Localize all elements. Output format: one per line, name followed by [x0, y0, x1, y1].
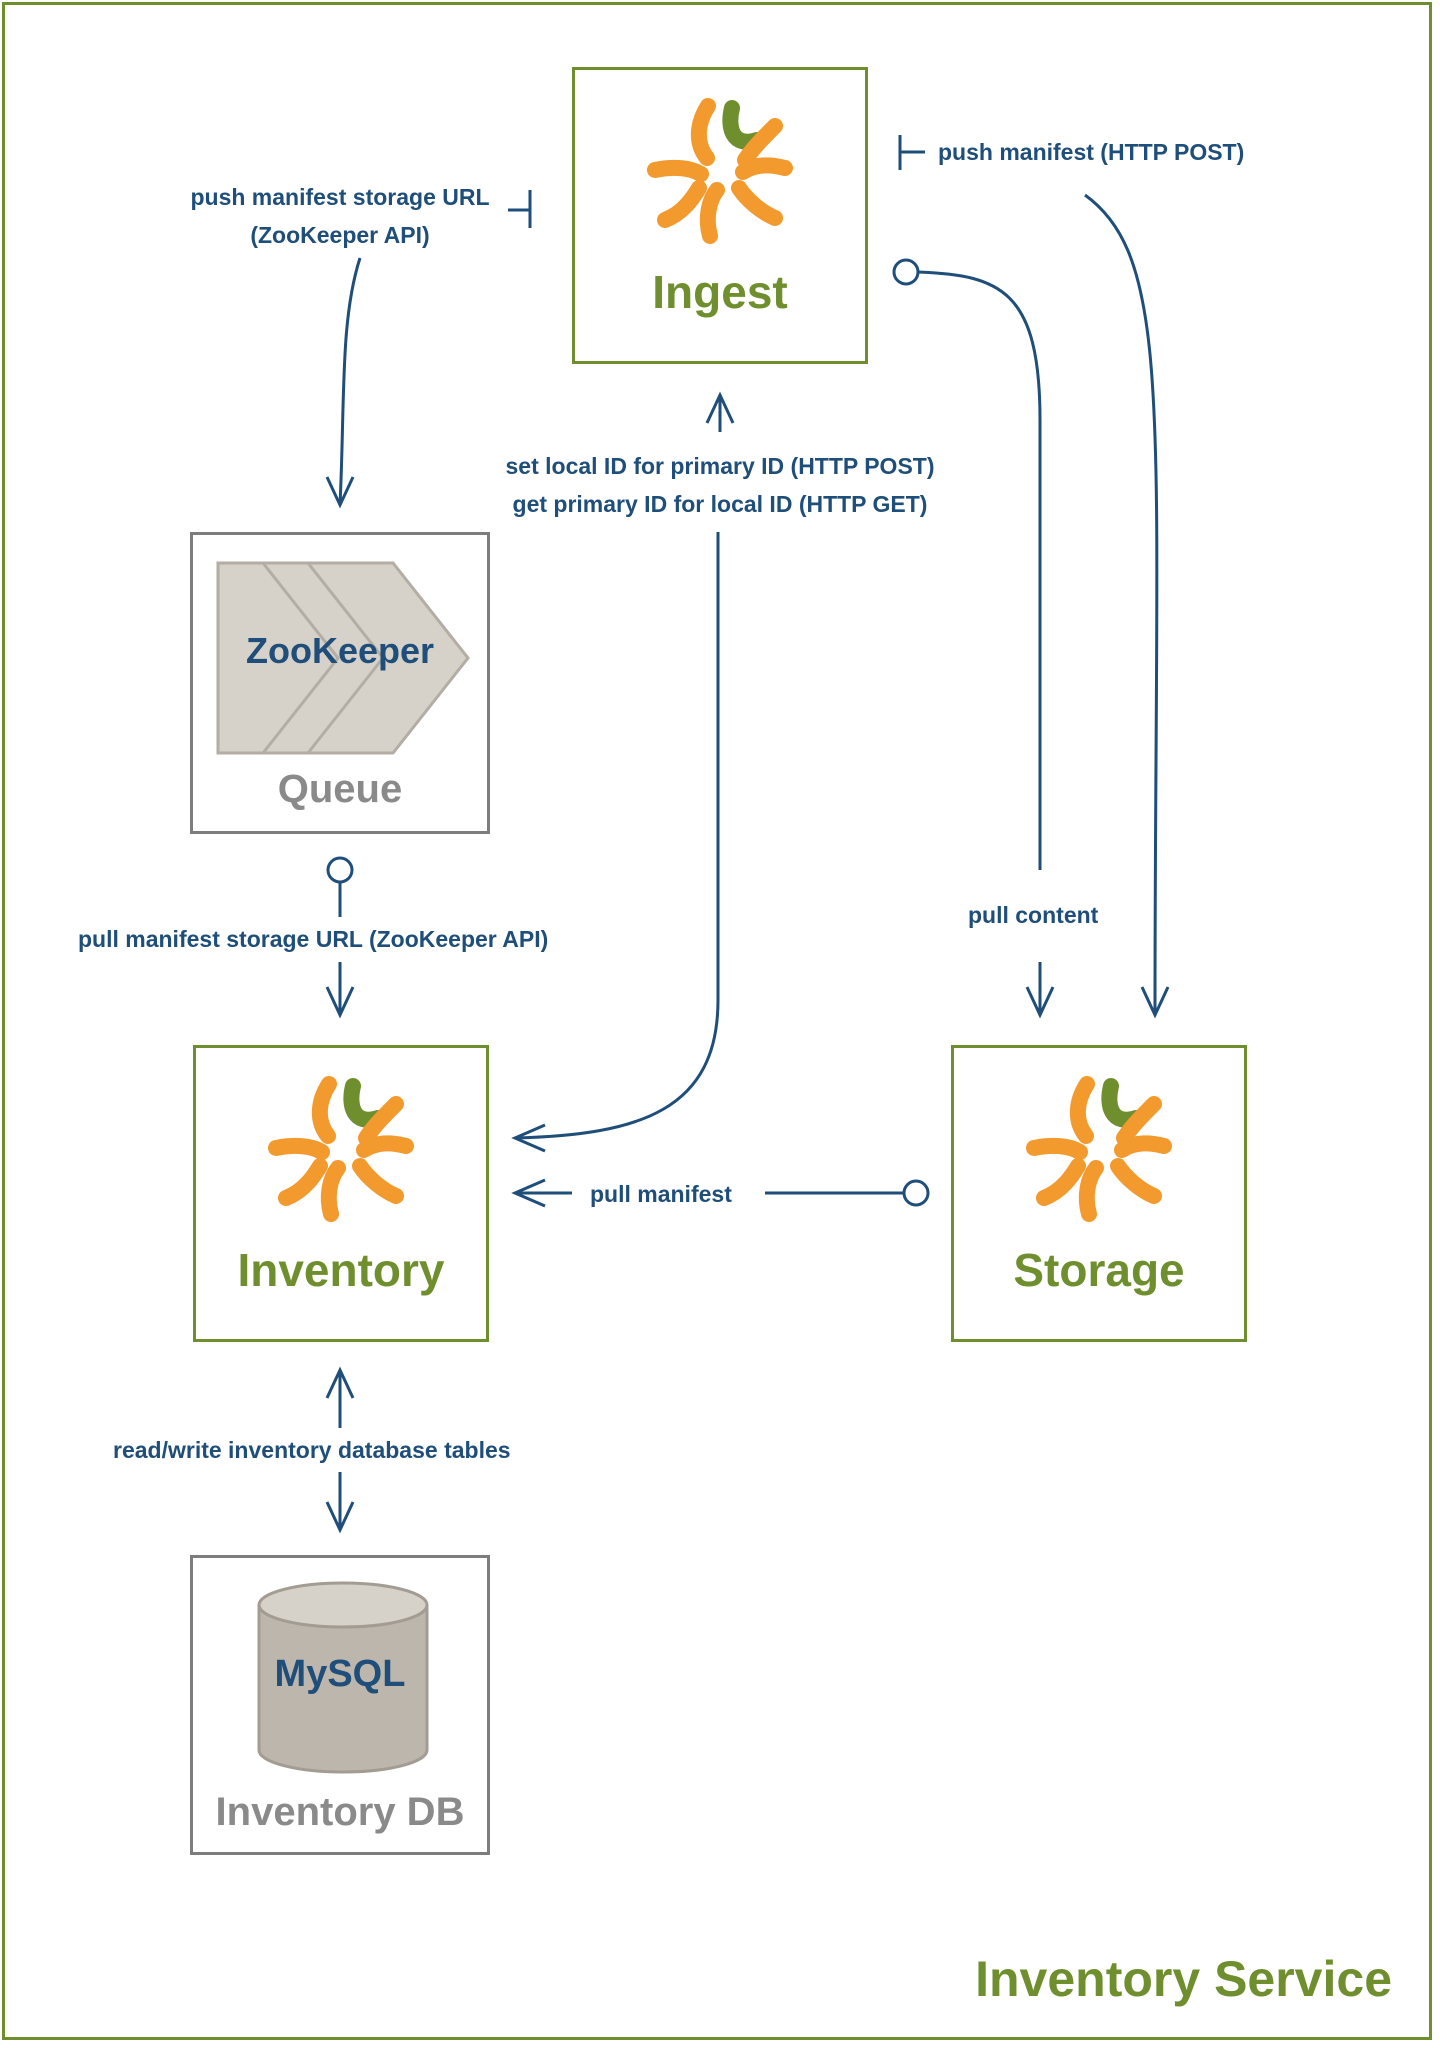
inventory-label: Inventory [237, 1244, 445, 1296]
edge-label-pull-manifest: pull manifest [590, 1181, 732, 1207]
storage-label: Storage [1013, 1244, 1185, 1296]
service-title: Inventory Service [975, 1951, 1392, 2007]
edge-local-id [514, 532, 720, 1140]
queue-label: Queue [277, 767, 403, 811]
edge-label-local-id-line1: set local ID for primary ID (HTTP POST) [505, 453, 935, 479]
arrowhead [325, 1366, 355, 1399]
edge-push-manifest [1084, 193, 1159, 1016]
edge-label-db-rw: read/write inventory database tables [113, 1437, 511, 1463]
arrowhead [511, 1123, 546, 1153]
arrowhead [1025, 986, 1055, 1019]
database-cylinder-icon [257, 1581, 429, 1774]
inventory-db-box: MySQL Inventory DB [190, 1555, 490, 1855]
ingest-label: Ingest [652, 266, 788, 318]
edge-push-url [338, 257, 362, 506]
edge-label-push-url-line1: push manifest storage URL [190, 184, 490, 210]
logo-icon [1026, 1076, 1172, 1222]
arrowhead [705, 391, 735, 424]
arrowhead [325, 476, 355, 509]
o-end-pull-manifest [902, 1179, 930, 1207]
edge-label-push-manifest: push manifest (HTTP POST) [938, 139, 1245, 165]
ingest-box: Ingest [572, 67, 868, 364]
queue-box: ZooKeeper Queue [190, 532, 490, 834]
edge-label-pull-url: pull manifest storage URL (ZooKeeper API… [78, 926, 549, 952]
arrowhead [511, 1178, 546, 1208]
edge-label-local-id-line2: get primary ID for local ID (HTTP GET) [512, 491, 928, 517]
o-end-pull-content [892, 258, 920, 286]
mysql-label: MySQL [274, 1653, 406, 1695]
o-end-pull-url [326, 856, 354, 884]
edge-label-push-url: push manifest storage URL (ZooKeeper API… [170, 178, 510, 254]
edge-label-push-url-line2: (ZooKeeper API) [250, 222, 430, 248]
inventory-box: Inventory [193, 1045, 489, 1342]
zookeeper-label: ZooKeeper [245, 630, 435, 671]
edge-label-pull-content: pull content [968, 902, 1099, 928]
arrowhead [325, 986, 355, 1019]
edge-pull-content [917, 270, 1042, 870]
storage-box: Storage [951, 1045, 1247, 1342]
logo-icon [647, 98, 793, 244]
inventory-db-label: Inventory DB [215, 1790, 465, 1834]
arrowhead [325, 1501, 355, 1534]
arrowhead [1140, 986, 1170, 1019]
logo-icon [268, 1076, 414, 1222]
edge-label-local-id: set local ID for primary ID (HTTP POST) … [460, 447, 980, 523]
zookeeper-chevrons-icon [216, 561, 470, 755]
